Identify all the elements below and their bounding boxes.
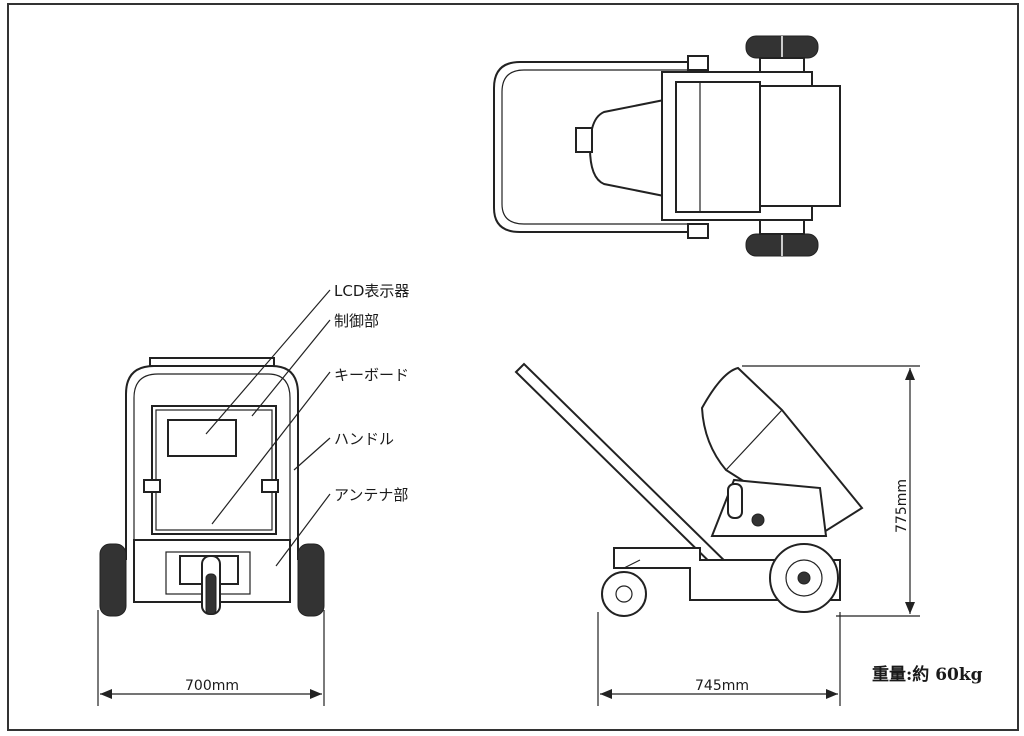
dimension-length-label: 745mm — [695, 678, 749, 694]
dimension-length — [597, 612, 841, 706]
top-view-handle — [493, 61, 690, 233]
weight-label: 重量:約 60kg — [872, 664, 983, 685]
top-view-wheel-upper — [745, 35, 819, 73]
dimension-width — [97, 610, 325, 706]
label-control-unit: 制御部 — [334, 312, 379, 330]
label-antenna: アンテナ部 — [334, 486, 408, 504]
label-handle: ハンドル — [334, 430, 394, 448]
label-keyboard: キーボード — [334, 366, 409, 384]
side-view — [514, 362, 864, 617]
top-view — [493, 35, 841, 257]
front-view-lcd — [167, 419, 237, 457]
dimension-height-label: 775mm — [894, 479, 910, 533]
front-view — [99, 357, 325, 617]
sheet-border — [7, 3, 1019, 731]
dimension-width-label: 700mm — [185, 678, 239, 694]
label-lcd-display: LCD表示器 — [334, 282, 409, 300]
front-view-wheel-left — [99, 543, 127, 617]
side-view-caster — [601, 571, 647, 617]
front-view-handle — [125, 365, 299, 560]
top-view-motor — [588, 98, 665, 198]
dimension-height — [742, 365, 920, 617]
side-view-hood — [700, 366, 864, 534]
front-view-wheel-right — [297, 543, 325, 617]
leader-lines — [205, 289, 331, 567]
top-view-wheel-lower — [745, 219, 819, 257]
